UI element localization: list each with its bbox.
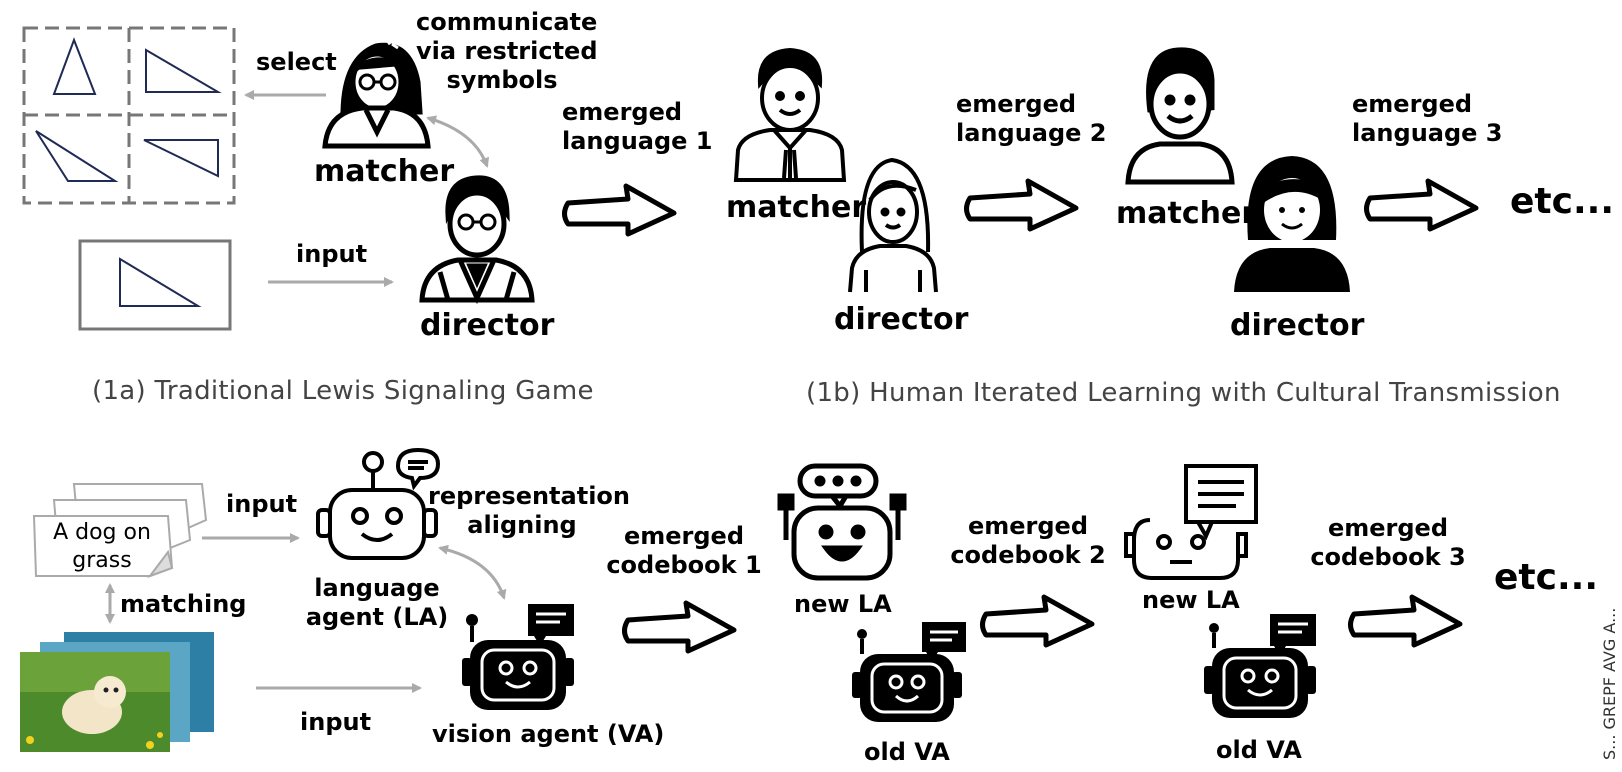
- select-label: select: [256, 48, 337, 76]
- matcher-label: matcher: [314, 154, 455, 189]
- codebook-arrow-2: [980, 594, 1095, 648]
- aligning-arrow: [438, 544, 507, 600]
- emerge-arrow-3: [1364, 178, 1479, 232]
- emerged-language-1-label: emerged language 1: [562, 98, 713, 155]
- matching-label: matching: [120, 590, 247, 618]
- codebook-3-label: emerged codebook 3: [1310, 514, 1466, 571]
- language-agent-robot-icon: [316, 447, 441, 560]
- codebook-2-label: emerged codebook 2: [950, 512, 1106, 569]
- matcher-3-label: matcher: [1116, 196, 1257, 231]
- input-image-box: [78, 239, 232, 331]
- communicate-label: communicate via restricted symbols: [416, 8, 598, 94]
- director-3-label: director: [1230, 308, 1365, 343]
- caption-cards: [32, 483, 208, 579]
- matcher-person-icon: [322, 36, 431, 149]
- caption-card-text: A dog on grass: [53, 520, 151, 573]
- new-la-1-label: new LA: [794, 590, 892, 618]
- old-va-2-label: old VA: [1216, 736, 1302, 764]
- emerge-arrow-1: [562, 183, 677, 237]
- vision-agent-robot-icon: [462, 604, 574, 710]
- input-label-top: input: [296, 240, 368, 268]
- old-va-2-robot-icon: [1204, 614, 1316, 718]
- photo-stack: [20, 632, 214, 752]
- representation-aligning-label: representation aligning: [428, 482, 630, 539]
- caption-1b: (1b) Human Iterated Learning with Cultur…: [806, 378, 1561, 408]
- new-la-1-robot-icon: [777, 463, 907, 581]
- codebook-arrow-1: [622, 600, 737, 654]
- new-la-2-robot-icon: [1124, 464, 1258, 580]
- input-label-bottom-1: input: [226, 490, 298, 518]
- codebook-1-label: emerged codebook 1: [606, 522, 762, 579]
- matcher-2-person-icon: [733, 47, 847, 182]
- language-agent-label: language agent (LA): [305, 574, 449, 631]
- etc-bottom: etc...: [1494, 557, 1598, 598]
- codebook-arrow-3: [1348, 594, 1463, 648]
- matcher-2-label: matcher: [726, 190, 867, 225]
- triangle-shapes: [35, 37, 222, 182]
- communicate-arrow: [426, 115, 490, 168]
- emerged-language-2-label: emerged language 2: [956, 90, 1107, 147]
- vision-agent-label: vision agent (VA): [432, 720, 665, 748]
- old-va-1-label: old VA: [864, 738, 950, 766]
- old-va-1-robot-icon: [852, 622, 966, 722]
- emerged-language-3-label: emerged language 3: [1352, 90, 1503, 147]
- director-2-label: director: [834, 302, 969, 337]
- emerge-arrow-2: [964, 178, 1079, 232]
- matcher-3-person-icon: [1125, 47, 1235, 185]
- new-la-2-label: new LA: [1142, 586, 1240, 614]
- director-label: director: [420, 308, 555, 343]
- director-2-person-icon: [848, 157, 938, 293]
- candidate-grid: [22, 26, 236, 205]
- input-label-bottom-2: input: [300, 708, 372, 736]
- director-3-person-icon: [1234, 156, 1350, 292]
- director-person-icon: [419, 175, 535, 305]
- etc-top: etc...: [1510, 181, 1614, 222]
- side-clipped-text: S... GREPF AVG A...: [1600, 607, 1619, 760]
- caption-1a: (1a) Traditional Lewis Signaling Game: [92, 376, 594, 406]
